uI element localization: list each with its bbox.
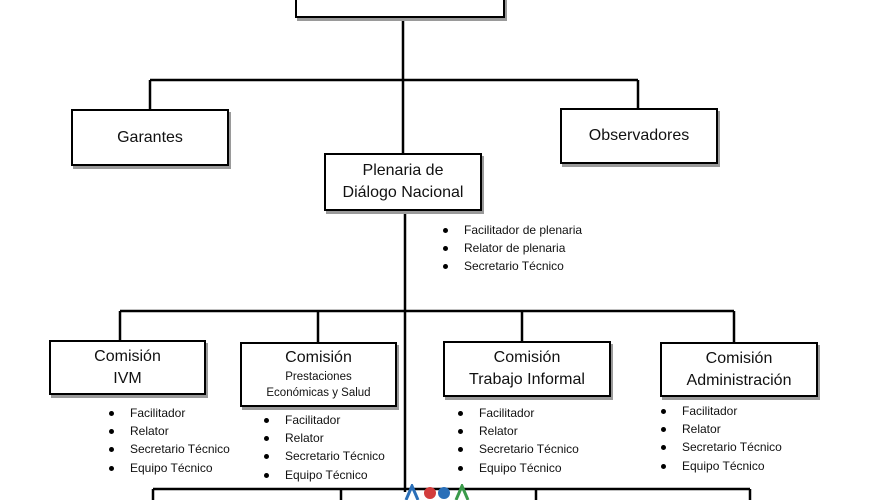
list-item: Secretario Técnico — [106, 440, 230, 458]
comision-administracion-line2: Administración — [686, 371, 792, 389]
comision-trabajo-line1: Comisión — [493, 349, 561, 367]
top-node-box — [295, 0, 505, 18]
list-item: Equipo Técnico — [261, 466, 385, 484]
list-item: Secretario Técnico — [658, 438, 782, 456]
list-item: Facilitador — [106, 404, 230, 422]
plenaria-roles-list: Facilitador de plenaria Relator de plena… — [440, 221, 582, 276]
node-garantes: Garantes — [71, 109, 229, 166]
node-observadores-label: Observadores — [588, 127, 690, 145]
list-item: Secretario Técnico — [440, 257, 582, 275]
list-item: Facilitador — [261, 411, 385, 429]
comision-trabajo-line2: Trabajo Informal — [469, 371, 585, 388]
partial-logo — [404, 482, 476, 503]
node-comision-trabajo-informal: Comisión Trabajo Informal — [443, 341, 611, 397]
node-comision-prestaciones: Comisión Prestaciones Económicas y Salud — [240, 342, 397, 407]
node-observadores: Observadores — [560, 108, 718, 164]
comision-administracion-roles-list: Facilitador Relator Secretario Técnico E… — [658, 402, 782, 475]
list-item: Relator — [261, 429, 385, 447]
comision-prestaciones-line1: Comisión — [285, 349, 352, 367]
comision-administracion-line1: Comisión — [705, 349, 773, 367]
comision-ivm-line2: IVM — [113, 369, 142, 387]
comision-ivm-roles-list: Facilitador Relator Secretario Técnico E… — [106, 404, 230, 477]
list-item: Secretario Técnico — [455, 440, 579, 458]
list-item: Relator de plenaria — [440, 239, 582, 257]
node-garantes-label: Garantes — [117, 128, 183, 146]
comision-ivm-line1: Comisión — [94, 347, 161, 365]
node-plenaria-line2: Diálogo Nacional — [342, 184, 464, 201]
comision-prestaciones-line2: Prestaciones — [285, 370, 352, 383]
list-item: Relator — [658, 420, 782, 438]
list-item: Equipo Técnico — [106, 459, 230, 477]
list-item: Facilitador — [455, 404, 579, 422]
node-comision-administracion: Comisión Administración — [660, 342, 818, 397]
list-item: Secretario Técnico — [261, 447, 385, 465]
node-plenaria-line1: Plenaria de — [362, 162, 444, 180]
list-item: Facilitador de plenaria — [440, 221, 582, 239]
comision-trabajo-roles-list: Facilitador Relator Secretario Técnico E… — [455, 404, 579, 477]
comision-prestaciones-line3: Económicas y Salud — [266, 387, 371, 400]
list-item: Relator — [455, 422, 579, 440]
comision-prestaciones-roles-list: Facilitador Relator Secretario Técnico E… — [261, 411, 385, 484]
list-item: Relator — [106, 422, 230, 440]
list-item: Facilitador — [658, 402, 782, 420]
logo-mark-icon — [404, 482, 470, 501]
list-item: Equipo Técnico — [658, 457, 782, 475]
list-item: Equipo Técnico — [455, 459, 579, 477]
node-comision-ivm: Comisión IVM — [49, 340, 206, 395]
node-plenaria: Plenaria de Diálogo Nacional — [324, 153, 482, 211]
